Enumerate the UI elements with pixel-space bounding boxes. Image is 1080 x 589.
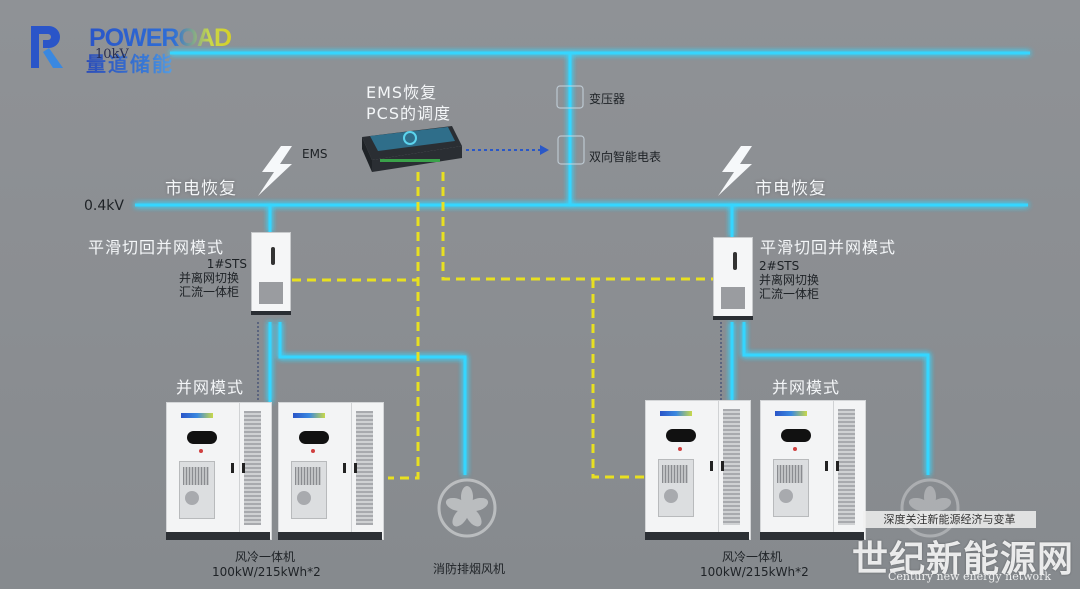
ems-to-meter-arrow — [466, 145, 549, 155]
fan-icon-left — [437, 478, 497, 538]
cabinet-vent — [723, 409, 740, 525]
cabinet-brand-logo — [181, 413, 213, 418]
cabinet-ac-fan — [664, 489, 678, 503]
cabinet-base — [645, 532, 749, 540]
cabinet-ac-fan — [297, 491, 311, 505]
cabinet-status-light — [678, 447, 682, 451]
cabinet-lock-2 — [836, 461, 839, 471]
left-storage-unit-2 — [278, 402, 384, 540]
cabinet-lock-2 — [721, 461, 724, 471]
ems-controller-device — [362, 126, 462, 172]
lightning-icon-right — [718, 146, 752, 196]
cabinet-status-light — [793, 447, 797, 451]
cabinet-status-light — [311, 449, 315, 453]
cabinet-lock-2 — [242, 463, 245, 473]
cabinet-ac-fan — [779, 489, 793, 503]
cabinet-ac-grille — [183, 467, 209, 485]
cabinet-ac-grille — [662, 465, 688, 483]
right-grid-restore-label: 市电恢复 — [755, 179, 827, 199]
comm-line-ems-right — [441, 172, 713, 281]
right-sts-desc1: 并离网切换 — [759, 273, 820, 287]
right-fan-feed — [742, 322, 930, 475]
cabinet-brand-logo — [775, 411, 807, 416]
left-grid-mode-label: 并网模式 — [176, 378, 245, 397]
watermark-slogan: 深度关注新能源经济与变革 — [863, 511, 1036, 528]
right-mode-label: 平滑切回并网模式 — [760, 238, 897, 257]
brand-name-cn: 量道储能 — [86, 48, 174, 77]
cabinet-brand-logo — [660, 411, 692, 416]
cabinet-door-divider — [718, 401, 719, 539]
cabinet-base — [760, 532, 864, 540]
cabinet-ac-grille — [777, 465, 803, 483]
cabinet-lock-1 — [825, 461, 828, 471]
cabinet-lock-2 — [354, 463, 357, 473]
brand-name-en: POWEROAD — [89, 24, 232, 52]
left-sts-desc2: 汇流一体柜 — [179, 285, 240, 299]
cabinet-brand-logo — [293, 413, 325, 418]
cabinet-status-light — [199, 449, 203, 453]
cabinet-door-divider — [351, 403, 352, 539]
cabinet-lock-1 — [710, 461, 713, 471]
comm-line-ems-left — [388, 172, 420, 480]
left-sts-cabinet — [251, 232, 291, 315]
cabinet-lock-1 — [343, 463, 346, 473]
left-unit-name: 风冷一体机 — [235, 550, 296, 564]
ems-side-label: EMS — [302, 147, 328, 161]
lv-voltage-label: 0.4kV — [84, 198, 124, 214]
left-storage-unit-1 — [166, 402, 272, 540]
cabinet-vent — [244, 411, 261, 525]
right-sts-id: 2#STS — [759, 259, 800, 273]
ems-title-line1: EMS恢复 — [366, 83, 438, 102]
cabinet-ac-fan — [185, 491, 199, 505]
left-sts-desc1: 并离网切换 — [179, 271, 240, 285]
cabinet-vent — [838, 409, 855, 525]
right-storage-unit-2 — [760, 400, 866, 540]
poweroad-logo-icon — [31, 26, 63, 68]
meter-label: 双向智能电表 — [589, 150, 662, 164]
cabinet-display-panel — [781, 429, 811, 442]
cabinet-base — [166, 532, 270, 540]
left-grid-restore-label: 市电恢复 — [165, 179, 237, 199]
transformer-icon — [556, 85, 584, 109]
left-fan-feed — [278, 322, 467, 475]
left-mode-label: 平滑切回并网模式 — [88, 238, 225, 257]
meter-icon — [557, 135, 585, 165]
right-storage-unit-1 — [645, 400, 751, 540]
lightning-icon-left — [258, 146, 292, 196]
cabinet-door-divider — [239, 403, 240, 539]
right-sts-cabinet — [713, 237, 753, 320]
cabinet-display-panel — [299, 431, 329, 444]
transformer-label: 变压器 — [589, 92, 626, 106]
left-sts-id: 1#STS — [206, 257, 247, 271]
right-sts-desc2: 汇流一体柜 — [759, 287, 820, 301]
cabinet-display-panel — [666, 429, 696, 442]
cabinet-vent — [356, 411, 373, 525]
hv-voltage-label: 10kV — [95, 47, 129, 62]
watermark-title: 世纪新能源网 — [852, 538, 1075, 580]
right-unit-name: 风冷一体机 — [722, 550, 783, 564]
left-unit-spec: 100kW/215kWh*2 — [212, 565, 321, 579]
cabinet-door-divider — [833, 401, 834, 539]
comm-line-right-unit — [591, 279, 645, 479]
right-grid-mode-label: 并网模式 — [772, 378, 841, 397]
right-unit-spec: 100kW/215kWh*2 — [700, 565, 809, 579]
ems-title-line2: PCS的调度 — [366, 104, 451, 123]
cabinet-display-panel — [187, 431, 217, 444]
watermark-subtitle: Century new energy network — [888, 570, 1052, 583]
left-fan-label: 消防排烟风机 — [433, 562, 506, 576]
cabinet-lock-1 — [231, 463, 234, 473]
cabinet-base — [278, 532, 382, 540]
cabinet-ac-grille — [295, 467, 321, 485]
